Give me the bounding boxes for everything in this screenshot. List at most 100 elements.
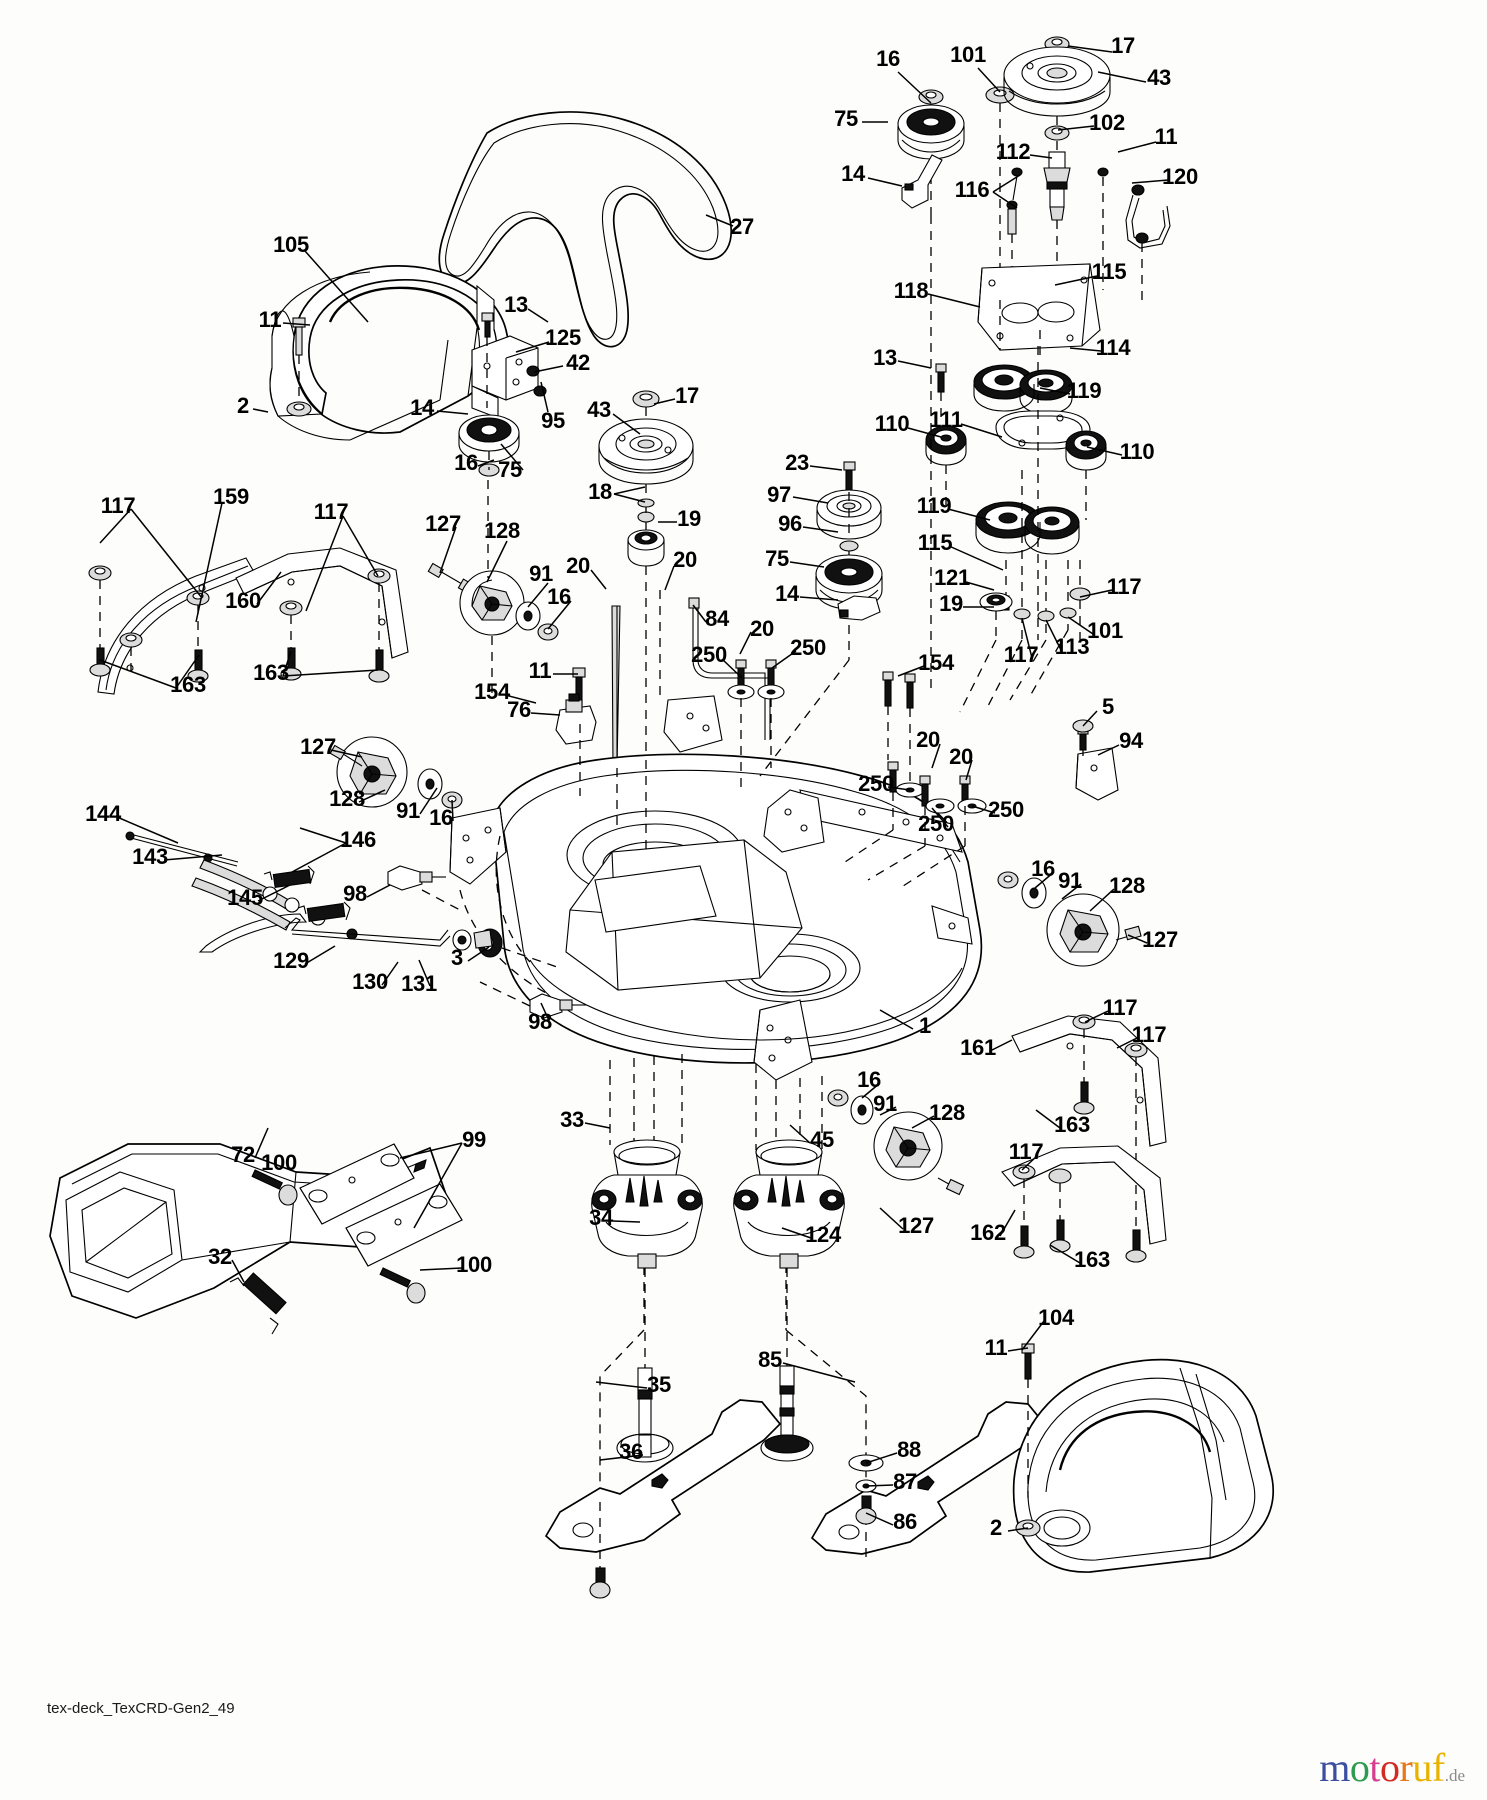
callout-117: 117 bbox=[100, 493, 136, 518]
leader-line bbox=[419, 787, 438, 815]
leader-line bbox=[530, 712, 561, 716]
callout-129: 129 bbox=[273, 948, 309, 973]
leader-line bbox=[1067, 616, 1094, 635]
bracket-99 bbox=[251, 1143, 463, 1304]
callout-119: 119 bbox=[916, 493, 952, 518]
callout-16: 16 bbox=[876, 46, 900, 71]
callout-20: 20 bbox=[566, 553, 590, 578]
leader-line bbox=[527, 582, 549, 608]
leader-line bbox=[467, 946, 490, 962]
shaft-34 bbox=[616, 1268, 674, 1463]
leader-line bbox=[911, 1115, 935, 1129]
callout-3: 3 bbox=[451, 945, 463, 970]
callout-162: 162 bbox=[970, 1220, 1006, 1245]
callout-19: 19 bbox=[677, 506, 701, 531]
leader-line bbox=[381, 961, 399, 986]
callout-20: 20 bbox=[916, 727, 940, 752]
leader-line bbox=[771, 650, 797, 669]
leader-line bbox=[613, 486, 646, 495]
leader-line bbox=[960, 423, 1003, 438]
leader-line bbox=[653, 398, 676, 405]
callout-16: 16 bbox=[547, 584, 571, 609]
callout-18: 18 bbox=[588, 479, 612, 504]
leader-line bbox=[1045, 619, 1062, 651]
cover-104 bbox=[1012, 1343, 1275, 1573]
leader-line bbox=[330, 749, 363, 758]
callout-91: 91 bbox=[396, 798, 420, 823]
callout-124: 124 bbox=[805, 1222, 841, 1247]
callout-128: 128 bbox=[929, 1100, 965, 1125]
fasteners-20-250-right bbox=[727, 587, 1094, 846]
spindle-housing-33 bbox=[591, 1139, 703, 1269]
leader-line bbox=[965, 759, 973, 781]
leader-line bbox=[947, 508, 991, 521]
leader-line bbox=[252, 408, 269, 413]
logo-letter-r: r bbox=[1399, 1745, 1413, 1790]
leader-line bbox=[282, 669, 379, 677]
callout-84: 84 bbox=[705, 606, 729, 631]
callout-85: 85 bbox=[758, 1347, 782, 1372]
leader-line bbox=[664, 565, 675, 591]
callout-34: 34 bbox=[589, 1205, 613, 1230]
leader-line bbox=[533, 365, 564, 373]
callout-88: 88 bbox=[897, 1437, 921, 1462]
callout-16: 16 bbox=[429, 805, 453, 830]
callout-127: 127 bbox=[898, 1213, 934, 1238]
pulley-97-assembly bbox=[815, 461, 883, 660]
callout-145: 145 bbox=[227, 885, 263, 910]
callout-105: 105 bbox=[273, 232, 309, 257]
leader-line bbox=[1049, 1244, 1081, 1264]
callout-2: 2 bbox=[237, 393, 249, 418]
blade-85 bbox=[810, 1401, 1048, 1558]
leader-line bbox=[195, 502, 223, 623]
wheel-128-left bbox=[329, 736, 463, 809]
callout-128: 128 bbox=[484, 518, 520, 543]
leader-line bbox=[254, 1127, 269, 1159]
leader-line bbox=[865, 1512, 894, 1526]
leader-line bbox=[477, 459, 495, 467]
callout-94: 94 bbox=[1119, 728, 1143, 753]
leader-line bbox=[897, 665, 925, 677]
leader-line bbox=[799, 596, 839, 601]
callout-75: 75 bbox=[498, 457, 522, 482]
callout-13: 13 bbox=[504, 292, 528, 317]
wheel-128-right bbox=[997, 871, 1142, 967]
leader-line bbox=[1035, 1109, 1061, 1129]
leader-line bbox=[861, 1082, 881, 1099]
pulley-43-center bbox=[598, 390, 694, 760]
leader-line bbox=[1054, 275, 1098, 286]
callout-86: 86 bbox=[893, 1509, 917, 1534]
leader-line bbox=[879, 1106, 897, 1116]
callout-1: 1 bbox=[919, 1013, 931, 1038]
leader-line bbox=[989, 1039, 1013, 1052]
mower-deck-1 bbox=[449, 695, 983, 1081]
leader-line bbox=[584, 1122, 611, 1129]
callout-91: 91 bbox=[1058, 868, 1082, 893]
callout-75: 75 bbox=[765, 546, 789, 571]
callout-154: 154 bbox=[474, 679, 510, 704]
callout-131: 131 bbox=[401, 971, 437, 996]
callout-11: 11 bbox=[1154, 124, 1178, 149]
leader-line bbox=[527, 308, 549, 323]
callout-160: 160 bbox=[225, 588, 261, 613]
callout-97: 97 bbox=[767, 482, 791, 507]
leader-line bbox=[789, 561, 825, 568]
wheel-128-upper bbox=[427, 562, 559, 641]
callout-113: 113 bbox=[1054, 634, 1090, 659]
leader-line bbox=[705, 214, 734, 227]
bolt-11-cover bbox=[286, 317, 312, 417]
leader-line bbox=[977, 67, 1001, 93]
leader-line bbox=[1021, 617, 1033, 659]
leader-line bbox=[1034, 871, 1055, 889]
leader-line bbox=[1097, 71, 1147, 83]
leader-line bbox=[175, 654, 200, 689]
idler-bracket-125 bbox=[458, 312, 547, 477]
gear-assembly bbox=[925, 346, 1107, 640]
callout-117: 117 bbox=[1106, 574, 1142, 599]
callout-117: 117 bbox=[1003, 642, 1039, 667]
leader-line bbox=[99, 508, 132, 544]
leader-line bbox=[887, 786, 911, 791]
callout-43: 43 bbox=[1147, 65, 1171, 90]
leader-line bbox=[948, 545, 1004, 571]
